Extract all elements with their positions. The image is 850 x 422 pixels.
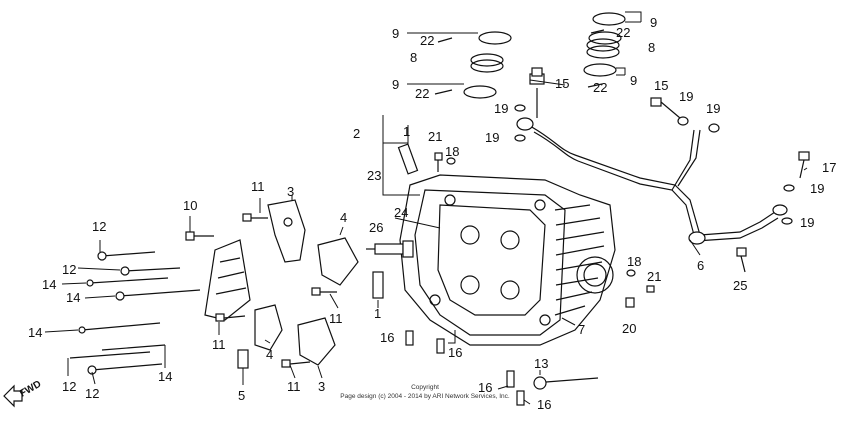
callout: 22: [420, 33, 434, 48]
callout: 23: [367, 168, 381, 183]
callout: 12: [62, 262, 76, 277]
callout: 4: [340, 210, 347, 225]
callout: 17: [822, 160, 836, 175]
bolt-11-d[interactable]: [281, 359, 311, 368]
cylinder-head[interactable]: [399, 174, 616, 346]
callout: 9: [650, 15, 657, 30]
callout: 11: [251, 179, 265, 194]
rocker-bracket-upper[interactable]: [267, 199, 306, 263]
valve-guide-upper[interactable]: [397, 125, 419, 175]
callout: 6: [697, 258, 704, 273]
callout: 11: [329, 311, 343, 326]
callout: 8: [410, 50, 417, 65]
callout: 22: [616, 25, 630, 40]
callout: 12: [92, 219, 106, 234]
callout: 14: [42, 277, 56, 292]
callout: 16: [380, 330, 394, 345]
callout: 14: [66, 290, 80, 305]
callout: 9: [392, 77, 399, 92]
callout: 9: [630, 73, 637, 88]
callout: 18: [627, 254, 641, 269]
callout: 4: [266, 347, 273, 362]
rocker-arm-lower[interactable]: [297, 317, 336, 366]
sealing-washers-19[interactable]: [514, 104, 795, 225]
callout: 19: [485, 130, 499, 145]
callout: 26: [369, 220, 383, 235]
callout: 19: [679, 89, 693, 104]
callout: 3: [318, 379, 325, 394]
bolt-21-upper[interactable]: [434, 152, 443, 172]
callout: 5: [238, 388, 245, 403]
fwd-arrow-icon: [3, 384, 23, 408]
washer-18-upper[interactable]: [446, 157, 456, 165]
callout: 19: [810, 181, 824, 196]
bolt-11-c[interactable]: [215, 313, 246, 322]
pin-5[interactable]: [237, 349, 249, 369]
callout: 12: [85, 386, 99, 401]
callout: 21: [428, 129, 442, 144]
bolt-11-b[interactable]: [311, 287, 337, 296]
callout: 18: [445, 144, 459, 159]
callout: 10: [183, 198, 197, 213]
callout: 9: [392, 26, 399, 41]
callout: 16: [448, 345, 462, 360]
callout: 24: [394, 205, 408, 220]
fwd-label: FWD: [18, 379, 43, 400]
ring-set-left[interactable]: [407, 31, 512, 99]
bolt-11-a[interactable]: [242, 213, 268, 222]
bolt-10[interactable]: [185, 231, 214, 241]
callout: 21: [647, 269, 661, 284]
banjo-bolt-15-right[interactable]: [650, 97, 681, 119]
callout: 19: [494, 101, 508, 116]
callout: 1: [403, 124, 410, 139]
callout: 2: [353, 126, 360, 141]
callout: 3: [287, 184, 294, 199]
callout: 22: [415, 86, 429, 101]
callout: 1: [374, 306, 381, 321]
copyright-line-2: Page design (c) 2004 - 2014 by ARI Netwo…: [340, 393, 510, 400]
callout: 20: [622, 321, 636, 336]
spark-plug[interactable]: [366, 240, 414, 258]
bolt-17[interactable]: [798, 151, 810, 179]
callout: 7: [578, 322, 585, 337]
callout: 14: [158, 369, 172, 384]
banjo-bolt-15-left[interactable]: [531, 67, 543, 77]
stud-bolts[interactable]: [69, 251, 201, 375]
dowel-pins-16[interactable]: [405, 330, 525, 406]
callout: 16: [537, 397, 551, 412]
callout: 15: [555, 76, 569, 91]
rocker-assembly-left[interactable]: [204, 239, 251, 321]
callout: 12: [62, 379, 76, 394]
valve-guide-lower[interactable]: [372, 271, 384, 308]
rocker-bracket-lower[interactable]: [254, 304, 283, 351]
copyright-line-1: Copyright: [411, 384, 439, 391]
callout: 13: [534, 356, 548, 371]
callout: 11: [287, 379, 301, 394]
bolt-13[interactable]: [533, 376, 599, 390]
callout: 8: [648, 40, 655, 55]
callout: 19: [800, 215, 814, 230]
callout: 19: [706, 101, 720, 116]
rocker-arm-upper[interactable]: [317, 237, 359, 286]
small-parts-18-21-20[interactable]: [625, 269, 655, 308]
callout: 11: [212, 337, 226, 352]
callout-labels: 9 22 8 9 22 9 22 8 9 22 15 15 19 19 19 1…: [28, 15, 836, 412]
bolt-25[interactable]: [736, 247, 747, 273]
ring-set-right[interactable]: [583, 12, 641, 88]
callout: 14: [28, 325, 42, 340]
callout: 16: [478, 380, 492, 395]
callout: 22: [593, 80, 607, 95]
oil-pipe[interactable]: [516, 73, 788, 245]
callout: 25: [733, 278, 747, 293]
callout: 15: [654, 78, 668, 93]
leader-lines: [44, 11, 808, 405]
